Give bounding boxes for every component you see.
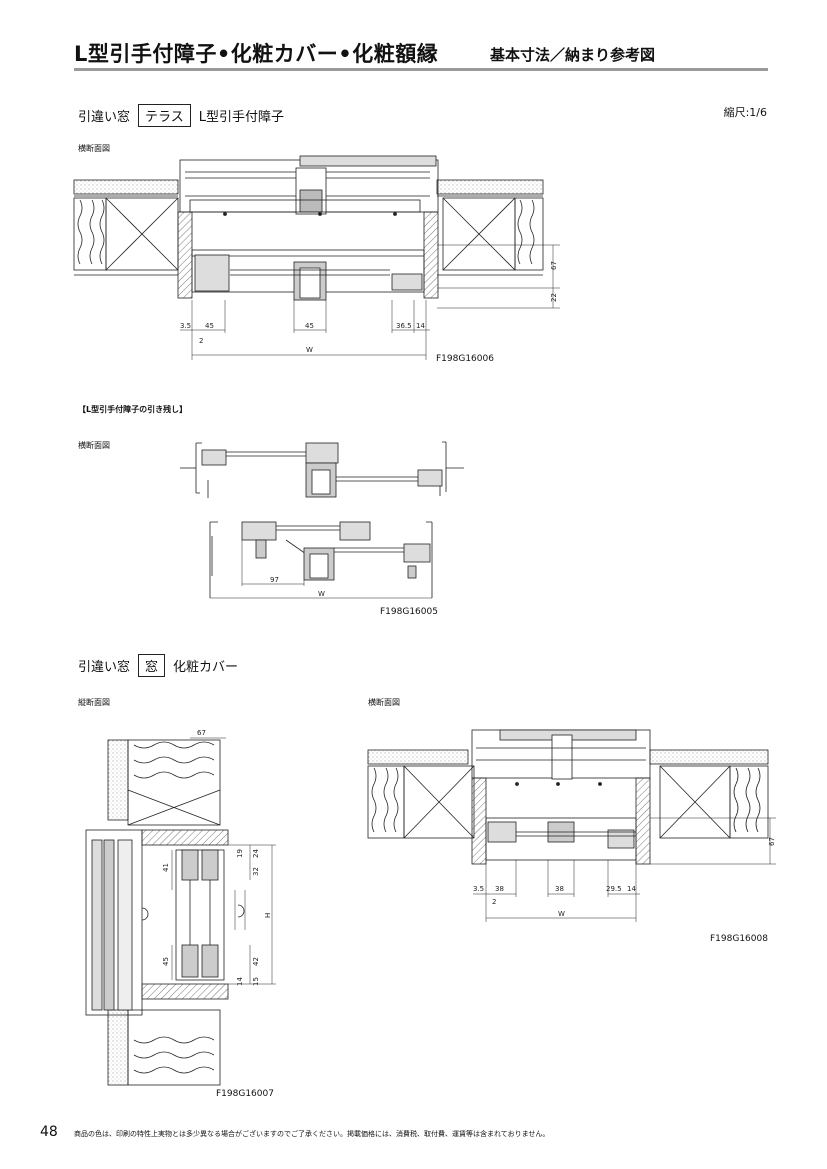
dim-text: 67 xyxy=(197,729,206,737)
page-title: L型引手付障子•化粧カバー•化粧額縁 xyxy=(74,42,439,66)
section3-boxed-label: 窓 xyxy=(138,654,166,677)
dim-text: 14 xyxy=(236,977,244,986)
drawing1-dimensions: 3.5 45 45 36.5 14 2 W 67 22 xyxy=(180,261,558,354)
dim-text: W xyxy=(306,346,313,354)
dim-text: 15 xyxy=(252,977,260,986)
drawing3-dimensions: 67 19 24 32 41 H 45 42 15 14 xyxy=(162,729,272,986)
footer-note: 商品の色は、印刷の特性上実物とは多少異なる場合がございますのでご了承ください。掲… xyxy=(74,1130,550,1138)
dim-text: 45 xyxy=(162,957,170,966)
dim-text: 67 xyxy=(550,261,558,270)
section3-left-view-label: 縦断面図 xyxy=(78,698,110,707)
drawing1-cross-section xyxy=(73,155,560,360)
dim-text: 97 xyxy=(270,576,279,584)
drawing4-dimensions: 3.5 38 38 29.5 14 2 W 67 xyxy=(473,837,776,918)
drawing4-cross-section xyxy=(367,729,776,922)
section3-heading: 引違い窓窓化粧カバー xyxy=(78,654,238,677)
title-rule xyxy=(74,68,768,71)
drawing-code: F198G16007 xyxy=(216,1089,274,1099)
section2-view-label: 横断面図 xyxy=(78,441,110,450)
section1-suffix: L型引手付障子 xyxy=(198,110,285,125)
dim-text: 2 xyxy=(199,337,203,345)
section3-suffix: 化粧カバー xyxy=(173,660,239,675)
dim-text: 38 xyxy=(495,885,504,893)
dim-text: 41 xyxy=(162,863,170,872)
section1-view-label: 横断面図 xyxy=(78,144,110,153)
dim-text: 45 xyxy=(205,322,214,330)
dim-text: 29.5 xyxy=(606,885,622,893)
dim-text: 38 xyxy=(555,885,564,893)
section2-heading: 【L型引手付障子の引き残し】 xyxy=(78,405,188,414)
scale-label: 縮尺:1/6 xyxy=(723,106,767,119)
dim-text: W xyxy=(318,590,325,598)
drawing-code: F198G16008 xyxy=(710,934,768,944)
dim-text: 3.5 xyxy=(473,885,484,893)
page-number: 48 xyxy=(40,1124,58,1140)
dim-text: 45 xyxy=(305,322,314,330)
dim-text: 19 xyxy=(236,849,244,858)
section3-prefix: 引違い窓 xyxy=(78,660,131,675)
drawing2-cross-section xyxy=(180,441,464,599)
dim-text: 42 xyxy=(252,957,260,966)
section1-boxed-label: テラス xyxy=(138,104,191,127)
section1-prefix: 引違い窓 xyxy=(78,110,131,125)
dim-text: 67 xyxy=(768,837,776,846)
dim-text: H xyxy=(264,913,272,918)
page-subtitle: 基本寸法／納まり参考図 xyxy=(490,46,656,64)
dim-text: 14 xyxy=(416,322,425,330)
dim-text: 2 xyxy=(492,898,496,906)
dim-text: 36.5 xyxy=(396,322,412,330)
section3-right-view-label: 横断面図 xyxy=(368,698,400,707)
dim-text: 24 xyxy=(252,849,260,858)
drawing-code: F198G16006 xyxy=(436,354,494,364)
drawing2-dimensions: 97 W xyxy=(270,576,325,598)
dim-text: 22 xyxy=(550,293,558,302)
section1-heading: 引違い窓テラス L型引手付障子 xyxy=(78,104,284,127)
dim-text: 32 xyxy=(252,867,260,876)
dim-text: 3.5 xyxy=(180,322,191,330)
dim-text: W xyxy=(558,910,565,918)
dim-text: 14 xyxy=(627,885,636,893)
drawing-code: F198G16005 xyxy=(380,607,438,617)
drawing3-vertical-section xyxy=(85,737,276,1086)
